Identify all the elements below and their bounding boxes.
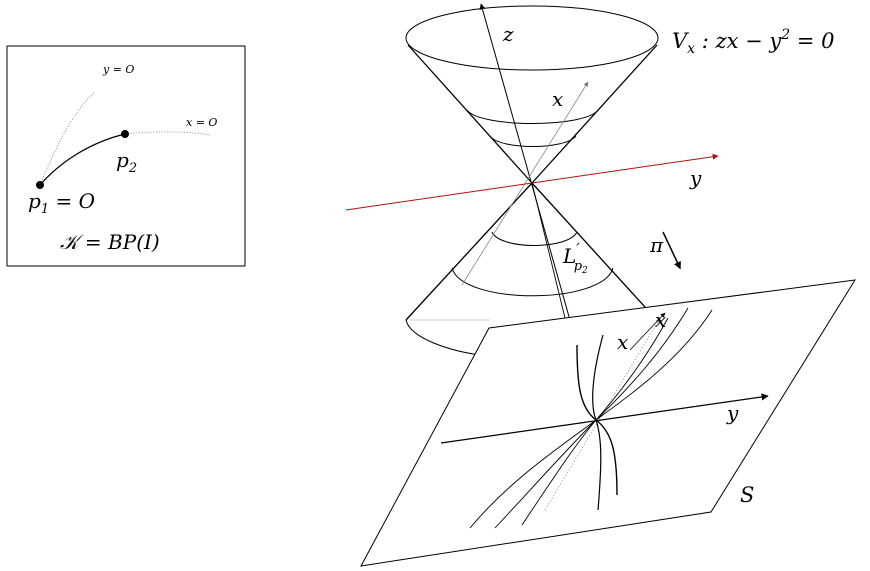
inset-caption: 𝒦 = BP(I): [60, 230, 160, 254]
cone-equation: Vx : zx − y2 = 0: [672, 27, 834, 57]
inset-point-p1-label: p1 = O: [28, 189, 95, 217]
inset-frame: [6, 45, 246, 267]
surface-x-axis-short: [629, 312, 666, 351]
surface-x-axis-dotted: [544, 317, 661, 511]
cone-axis-y-label: y: [689, 166, 702, 190]
surface-parallelogram: [360, 279, 856, 567]
inset-curve-y-label: y = O: [102, 63, 134, 76]
inset-curve-solid: [39, 133, 126, 186]
lower-cone-level-1: [491, 231, 578, 246]
inset-panel: y = O x = O p2 p1 = O 𝒦 = BP(I): [6, 45, 246, 267]
double-cone: z x y L′p2 Vx : zx − y2 = 0: [345, 3, 834, 357]
surface-axis-y-label: y: [726, 401, 739, 425]
cone-axis-z-label: z: [502, 22, 514, 46]
inset-curve-x: [124, 131, 211, 136]
cone-z-axis: [479, 3, 576, 339]
lower-cone-left-side: [405, 182, 533, 321]
lower-cone-right-side: [531, 182, 656, 319]
upper-cone-level-2: [489, 135, 577, 147]
cone-line-label: L′p2: [562, 240, 588, 276]
inset-point-p1: [36, 181, 44, 189]
inset-point-p2-label: p2: [116, 148, 137, 176]
surface-axis-x-inner-label: x: [617, 330, 628, 354]
cone-line-L: [531, 182, 566, 319]
upper-cone-rim: [405, 5, 659, 71]
inset-curve-x-label: x = O: [186, 116, 217, 129]
cone-x-axis: [461, 81, 589, 286]
inset-curve-y: [39, 91, 96, 186]
surface-axis-x-outer-label: x: [655, 308, 666, 332]
surface-y-axis: [440, 393, 769, 444]
lower-cone-level-2: [451, 267, 614, 297]
surface-label: S: [740, 483, 754, 507]
projection-map: π: [649, 231, 681, 270]
projection-arrow: [662, 231, 681, 270]
upper-cone-left-side: [407, 44, 533, 184]
cone-y-axis: [345, 153, 719, 211]
upper-cone-right-side: [531, 44, 658, 184]
projection-label: π: [649, 233, 664, 257]
surface-plane: x x y S: [360, 279, 856, 567]
cone-axis-x-label: x: [552, 87, 563, 111]
upper-cone-level-1: [466, 109, 599, 124]
surface-curve-3: [521, 317, 669, 526]
lower-cone-rim: [405, 319, 489, 357]
inset-point-p2: [121, 130, 129, 138]
